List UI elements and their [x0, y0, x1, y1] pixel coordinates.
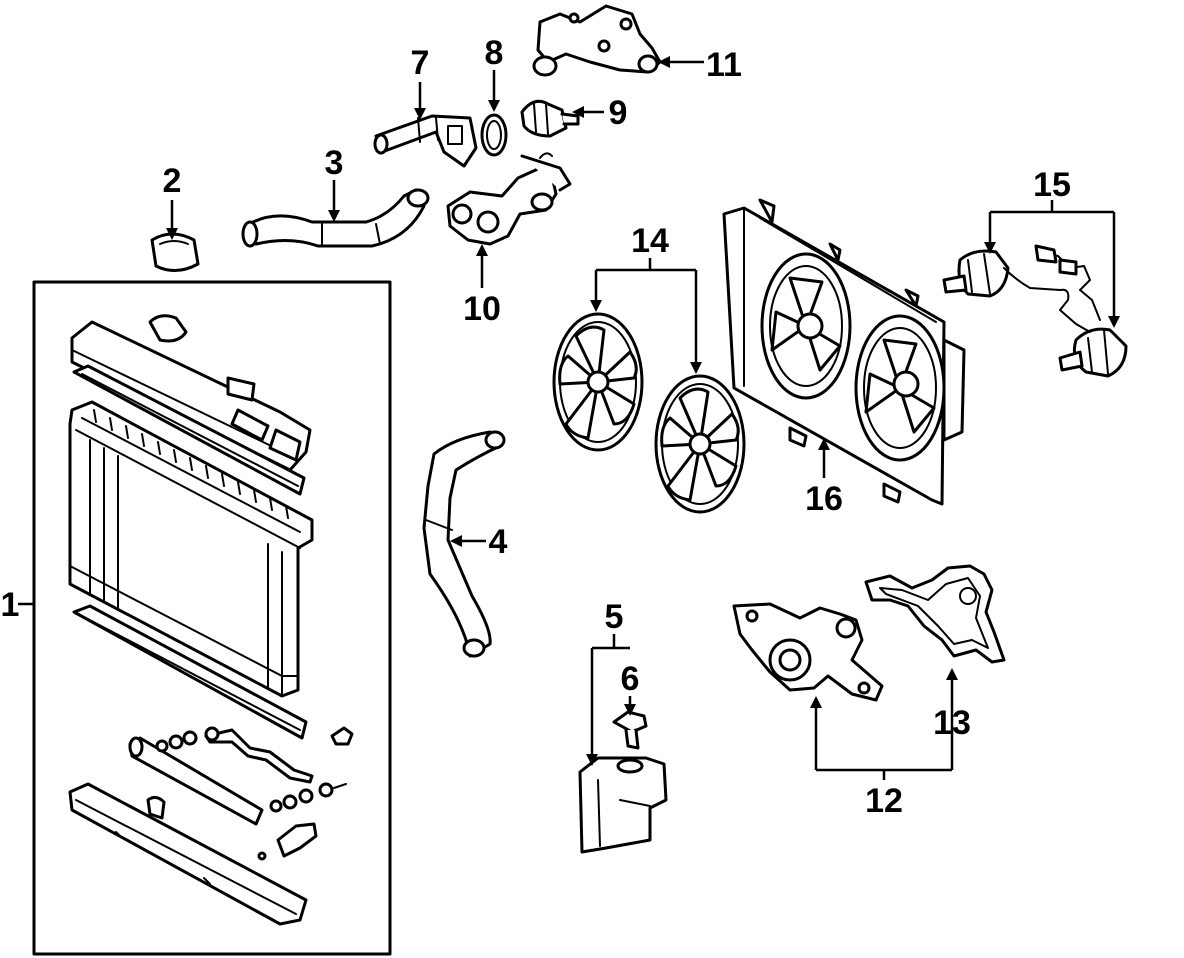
radiator-lower-tank	[68, 782, 308, 926]
lower-radiator-hose	[422, 430, 506, 658]
radiator-cap	[150, 232, 200, 272]
water-pump-gasket	[864, 564, 1006, 664]
thermostat	[520, 99, 580, 138]
callout-13: 13	[933, 704, 971, 742]
radiator-group-box	[32, 280, 392, 956]
fan-motor-wiring	[1003, 244, 1101, 333]
radiator-bolt	[330, 726, 354, 746]
callout-6: 6	[621, 660, 640, 698]
upper-radiator-hose	[241, 188, 430, 248]
oil-cooler-tube	[128, 726, 347, 826]
callout-3: 3	[325, 144, 344, 182]
cooling-fan-right	[654, 374, 746, 514]
callout-7: 7	[411, 44, 430, 82]
callout-16: 16	[805, 480, 843, 518]
leader-lines	[18, 56, 1120, 780]
callout-14: 14	[631, 222, 669, 260]
reservoir-cap	[612, 710, 648, 750]
water-bypass-housing	[532, 4, 662, 77]
callout-1: 1	[1, 586, 20, 624]
fan-motor-upper	[942, 249, 1010, 298]
callout-15: 15	[1033, 166, 1071, 204]
water-inlet	[446, 152, 572, 246]
callout-8: 8	[485, 34, 504, 72]
callout-2: 2	[163, 162, 182, 200]
callout-labels: 1 2 3 4 5 6 7 8 9 10 11 12 13 14 15 16	[1, 34, 1071, 820]
water-outlet-pipe	[373, 114, 478, 168]
fan-motor-lower	[1058, 327, 1128, 378]
callout-12: 12	[865, 782, 903, 820]
callout-10: 10	[463, 290, 501, 328]
fan-shroud	[722, 198, 966, 506]
water-pump	[732, 602, 884, 702]
drain-cock	[257, 822, 318, 861]
callout-5: 5	[605, 598, 624, 636]
callout-4: 4	[489, 523, 508, 561]
callout-11: 11	[706, 46, 742, 84]
thermostat-gasket	[480, 113, 508, 157]
radiator-upper-tank	[70, 314, 312, 472]
cooling-fan-left	[552, 312, 644, 452]
radiator-assembly	[32, 280, 392, 956]
coolant-reservoir	[578, 756, 668, 854]
callout-9: 9	[609, 94, 628, 132]
radiator-core	[68, 400, 314, 698]
